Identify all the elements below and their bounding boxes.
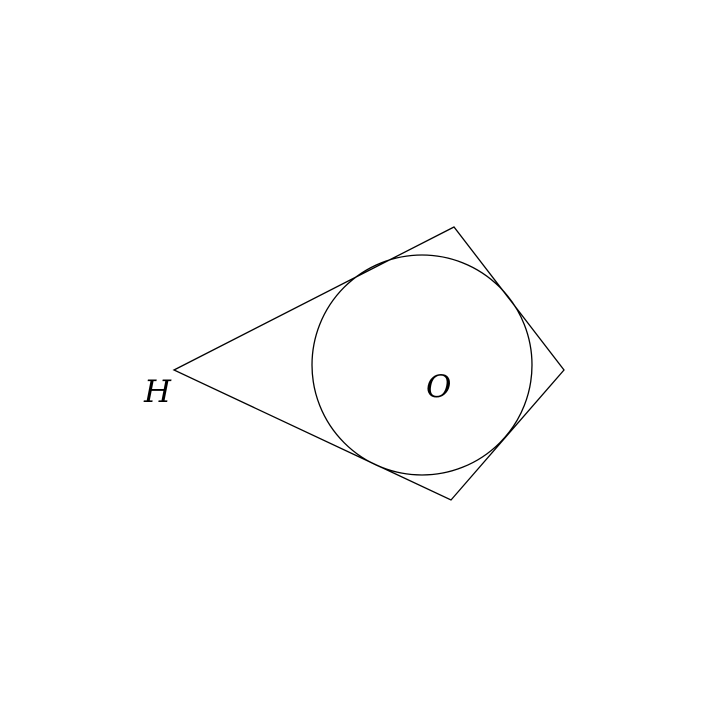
tangential-quadrilateral — [172, 226, 565, 501]
inscribed-circle — [311, 254, 533, 476]
center-label-o: O — [426, 369, 451, 405]
vertex-label-h: H — [143, 374, 172, 410]
